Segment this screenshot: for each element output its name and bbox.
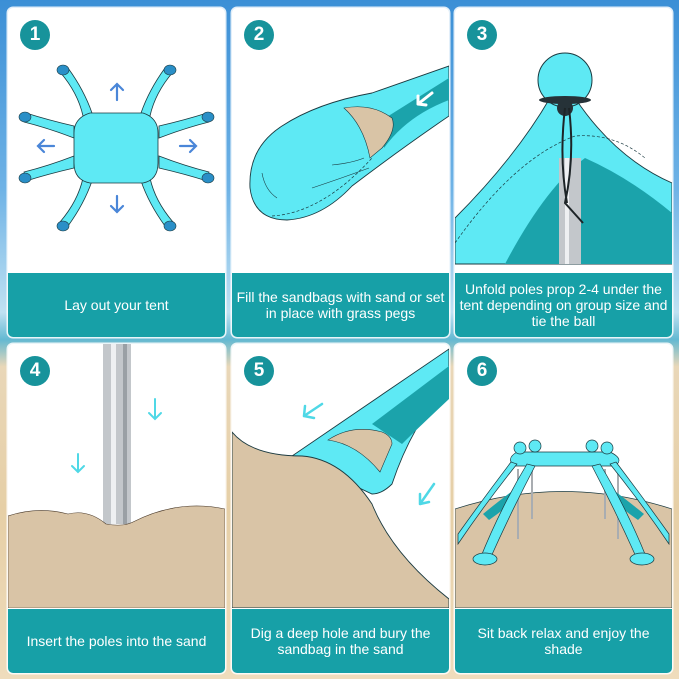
step-number-badge: 6	[467, 356, 497, 386]
pole-ball-illustration	[455, 8, 672, 272]
step-card-4: 4 Insert the poles into the sand	[8, 344, 225, 673]
step-number-badge: 1	[20, 20, 50, 50]
arrow-down-icon	[71, 453, 85, 474]
arrow-down-icon	[148, 398, 162, 421]
step-card-5: 5 Dig a deep hole and bury the sandbag i…	[232, 344, 449, 673]
step-caption: Dig a deep hole and bury the sandbag in …	[232, 609, 449, 673]
step-caption: Lay out your tent	[8, 273, 225, 337]
step-number-badge: 4	[20, 356, 50, 386]
pole-sand-illustration	[8, 344, 225, 608]
arrow-icon	[418, 482, 436, 506]
step-card-6: 6 Sit back relax and enjoy the shade	[455, 344, 672, 673]
step-card-3: 3 Unfold poles prop 2-4 under the tent d…	[455, 8, 672, 337]
assembled-tent-illustration	[455, 344, 672, 608]
arrow-icon	[302, 402, 324, 420]
arrow-right-icon	[178, 138, 198, 154]
arrow-icon	[416, 91, 434, 107]
step-caption: Insert the poles into the sand	[8, 609, 225, 673]
tent-spread-illustration	[8, 8, 225, 272]
arrow-down-icon	[109, 194, 125, 214]
sandbag-illustration	[232, 8, 449, 272]
step-caption: Unfold poles prop 2-4 under the tent dep…	[455, 273, 672, 337]
bury-sandbag-illustration	[232, 344, 449, 608]
step-number-badge: 2	[244, 20, 274, 50]
step-card-1: 1 Lay out your tent	[8, 8, 225, 337]
arrow-up-icon	[109, 82, 125, 102]
step-number-badge: 5	[244, 356, 274, 386]
step-number-badge: 3	[467, 20, 497, 50]
step-caption: Sit back relax and enjoy the shade	[455, 609, 672, 673]
step-caption: Fill the sandbags with sand or set in pl…	[232, 273, 449, 337]
step-card-2: 2 Fill the sandbags with sand or set in …	[232, 8, 449, 337]
arrow-left-icon	[36, 138, 56, 154]
